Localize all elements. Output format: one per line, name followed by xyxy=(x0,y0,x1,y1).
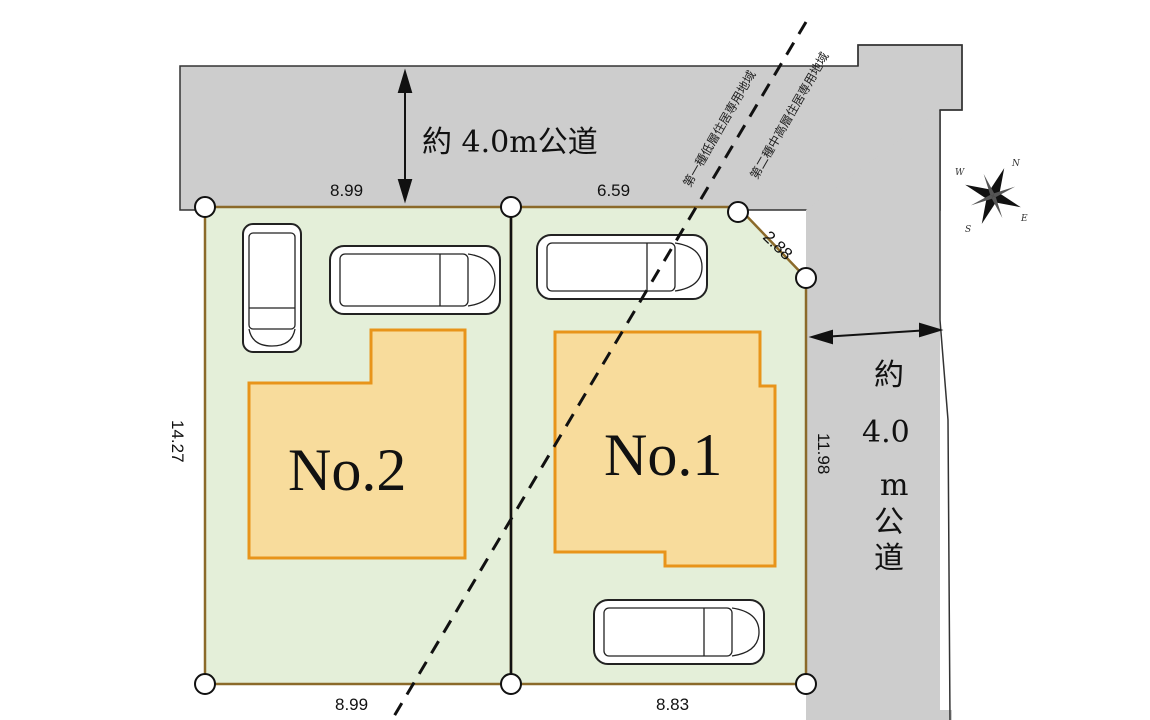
road-north-label: 約 4.0m公道 xyxy=(422,125,598,160)
east-road-width-arrow xyxy=(808,322,944,345)
dim-bottom-right: 8.83 xyxy=(656,695,689,714)
compass-e: E xyxy=(1020,214,1028,224)
compass-w: W xyxy=(955,168,965,178)
dim-top-right: 6.59 xyxy=(597,181,630,200)
building-no1 xyxy=(553,330,777,568)
north-road-width-arrow xyxy=(397,68,413,204)
lot-label-no2: No.2 xyxy=(288,437,406,503)
car-no1-top xyxy=(536,234,708,300)
lot-label-no1: No.1 xyxy=(604,422,722,488)
compass-s: S xyxy=(965,225,971,235)
svg-text:4.0: 4.0 xyxy=(862,415,910,450)
road-east-label: 約 4.0 m 公 道 xyxy=(862,358,910,576)
car-no1-bottom xyxy=(593,599,765,665)
svg-text:約: 約 xyxy=(874,358,904,393)
dim-right: 11.98 xyxy=(814,433,833,474)
corner-markers xyxy=(194,196,817,695)
dim-bottom-left: 8.99 xyxy=(335,695,368,714)
compass-icon xyxy=(965,168,1021,224)
svg-text:m: m xyxy=(880,468,908,503)
car-no2-horizontal xyxy=(329,245,501,315)
road-east xyxy=(806,110,952,720)
car-no2-vertical xyxy=(242,223,302,353)
zoning-boundary-line xyxy=(391,21,808,719)
compass-n: N xyxy=(1011,159,1021,169)
building-no2 xyxy=(247,328,467,560)
svg-text:道: 道 xyxy=(874,541,904,576)
dim-top-left: 8.99 xyxy=(330,181,363,200)
svg-text:公: 公 xyxy=(874,505,904,540)
dim-left: 14.27 xyxy=(168,420,187,463)
